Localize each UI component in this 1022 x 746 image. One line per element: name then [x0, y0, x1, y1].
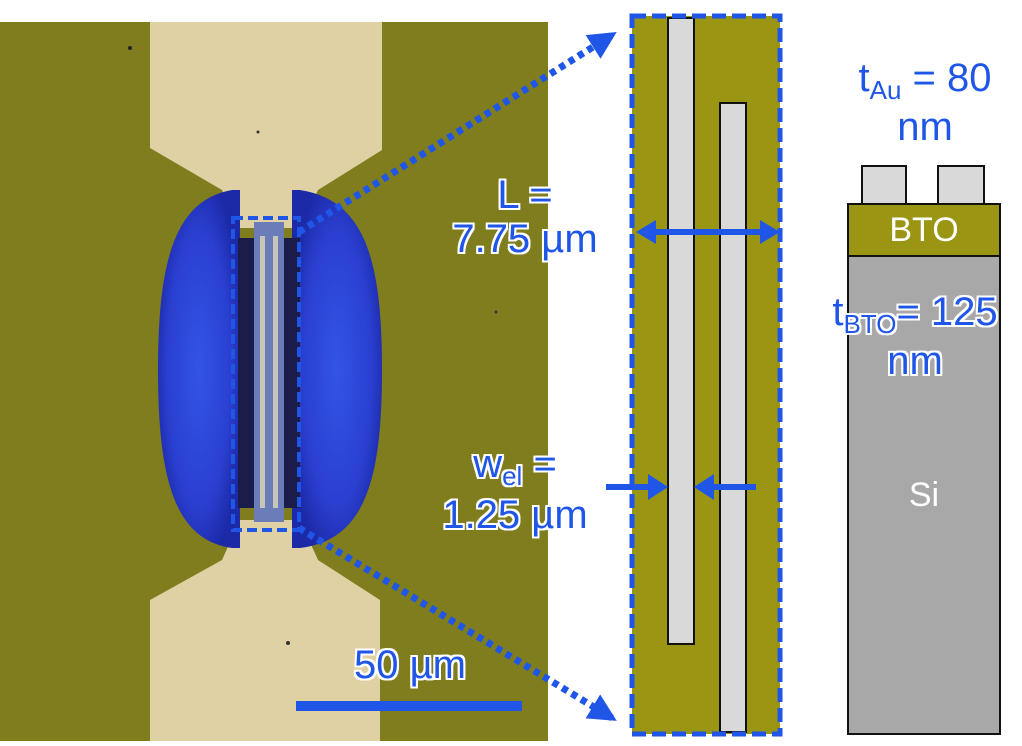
device-electrode-right [273, 236, 278, 508]
t-au-label: tAu = 80 nm [830, 58, 1020, 147]
left-trench [238, 238, 254, 508]
au-electrode-right [937, 165, 985, 205]
width-label-line2: 1.25 µm [442, 493, 588, 537]
t-bto-label: tBTO= 125 nm [808, 292, 1022, 381]
scale-bar-label: 50 µm [354, 643, 466, 687]
zoom-dashed-border [629, 13, 783, 737]
scale-bar [296, 701, 522, 711]
length-label-line1: L = [497, 173, 553, 217]
zoom-electrode-left [667, 17, 695, 645]
blue-etched-region [158, 190, 240, 548]
zoom-line-top [297, 32, 617, 235]
zoom-substrate [632, 16, 780, 734]
t-bto-label-line1: tBTO= 125 [808, 292, 1022, 337]
width-label: wel = 1.25 µm [420, 444, 610, 535]
au-electrode-left [861, 165, 907, 205]
t-au-label-prefix: t [858, 56, 870, 100]
length-arrow-head-right [760, 220, 780, 244]
zoom-panel [606, 13, 783, 737]
dust-speck [128, 46, 132, 50]
t-au-label-line2: nm [897, 105, 953, 149]
dust-speck [494, 310, 498, 314]
t-bto-label-prefix: t [832, 290, 844, 334]
si-layer [847, 255, 1001, 735]
top-gold-pad [150, 22, 382, 228]
cross-section-panel [847, 165, 1001, 735]
width-label-sub: el [502, 461, 523, 491]
width-label-suffix: = [522, 442, 557, 486]
t-au-label-line1: tAu = 80 [830, 58, 1020, 103]
t-bto-label-suffix: = 125 [896, 290, 998, 334]
length-arrow-head-left [636, 220, 656, 244]
bto-layer [847, 203, 1001, 257]
width-arrow-left-head [648, 474, 668, 500]
length-label-line2: 7.75 µm [452, 217, 598, 261]
t-au-label-sub: Au [869, 75, 902, 105]
length-label: L = 7.75 µm [430, 175, 620, 259]
micrograph-panel [0, 22, 548, 741]
width-arrow-right-head [694, 474, 714, 500]
t-au-label-suffix: = 80 [901, 56, 992, 100]
zoom-electrode-right [719, 102, 747, 733]
width-label-line1: wel = [420, 444, 610, 489]
right-trench [284, 238, 300, 508]
device-electrode-left [260, 236, 265, 508]
width-label-prefix: w [473, 442, 503, 486]
t-bto-label-line2: nm [887, 339, 943, 383]
bto-layer-label: BTO [889, 211, 959, 249]
bottom-gold-pad [150, 520, 380, 741]
dust-speck [256, 130, 260, 134]
t-bto-label-sub: BTO [843, 309, 897, 339]
zoom-connectors [297, 32, 617, 721]
device-selection-box [231, 216, 301, 532]
si-layer-label: Si [908, 476, 940, 514]
blue-etched-region-right [292, 190, 382, 548]
device-strip [254, 222, 284, 522]
dust-speck [286, 641, 290, 645]
